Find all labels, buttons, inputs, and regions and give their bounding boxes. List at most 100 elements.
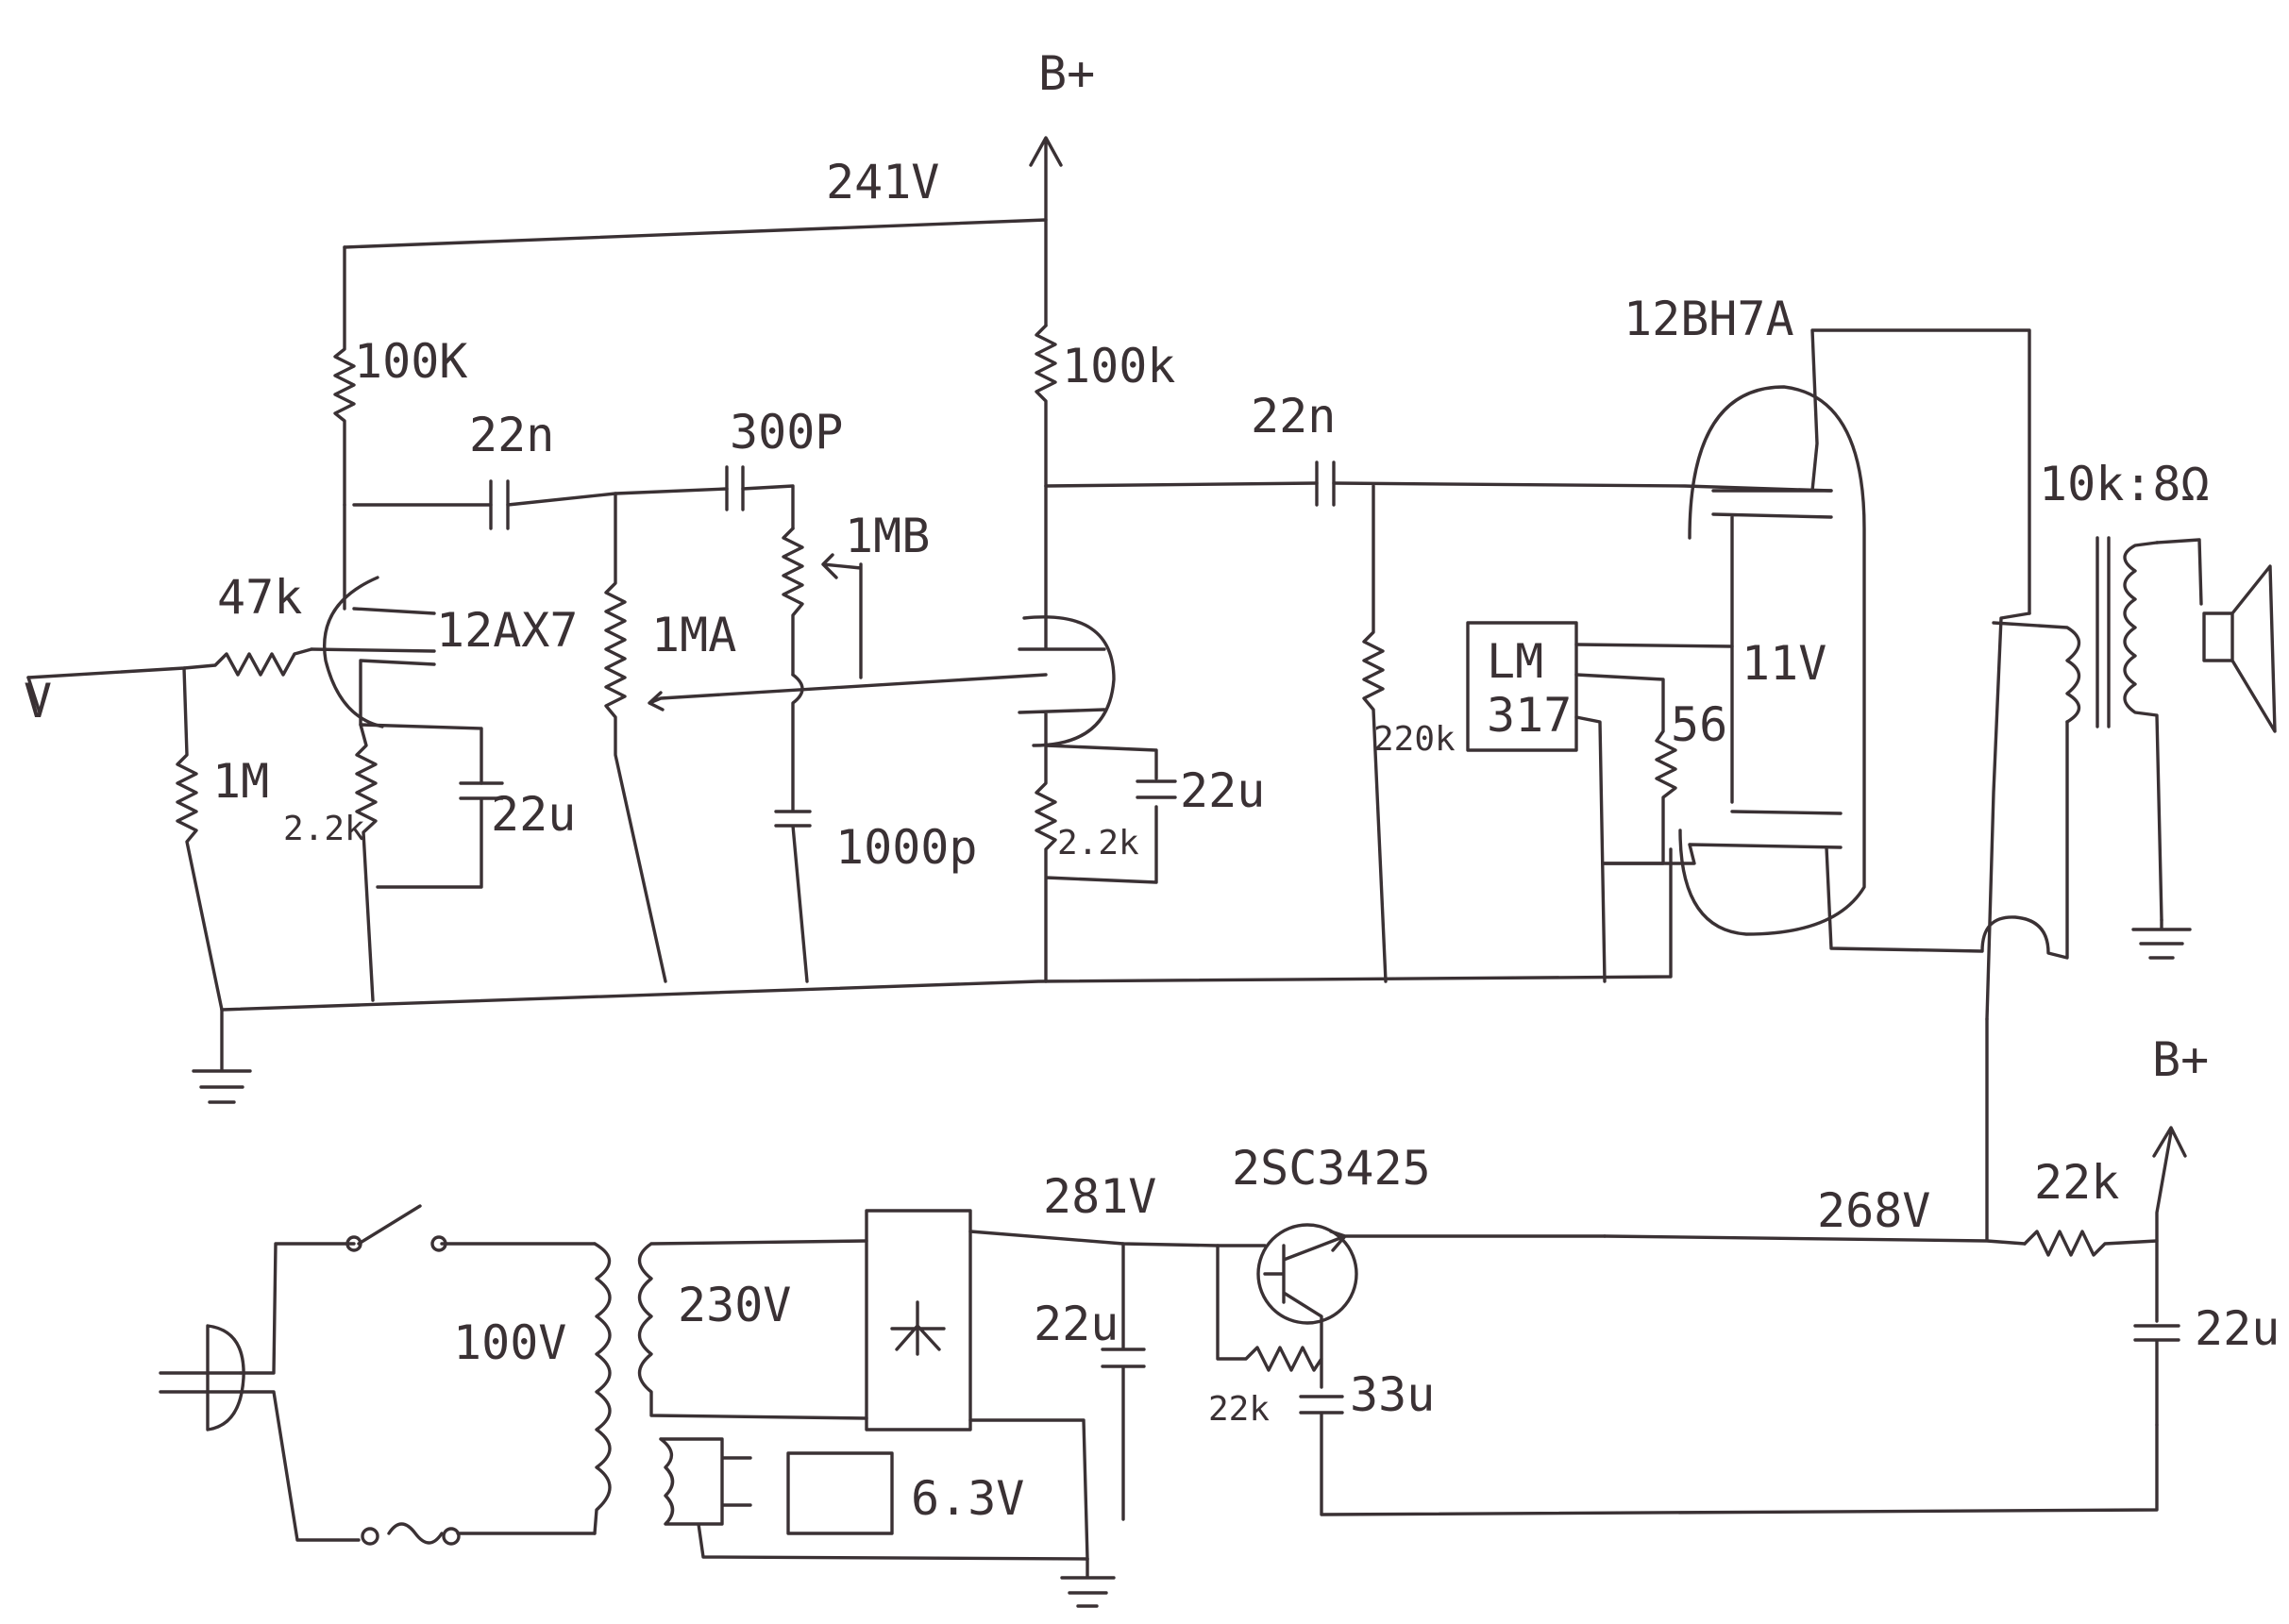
- speaker-icon: [2155, 538, 2277, 733]
- label-bplus-top: B+: [1038, 46, 1095, 101]
- label-47k: 47k: [217, 570, 302, 625]
- tube-12ax7b-plate: [1018, 484, 1106, 651]
- label-22u-out: 22u: [2195, 1301, 2280, 1356]
- bplus-arrow-bottom: [2152, 1126, 2187, 1243]
- label-220k: 220k: [1373, 720, 1456, 759]
- label-268v: 268V: [1817, 1183, 1930, 1238]
- tube-12bh7a-section-bottom: [1603, 810, 1843, 865]
- lv-out-wire: [1603, 1017, 2027, 1246]
- cap-22n-right-plates: [1315, 460, 1336, 507]
- resistor-2k2-left: [355, 723, 483, 1002]
- label-281v: 281V: [1043, 1169, 1156, 1224]
- power-transformer-primary: [593, 1242, 612, 1535]
- label-11v: 11V: [1742, 636, 1826, 691]
- label-input-v: V: [24, 674, 52, 728]
- bplus-rail-wire: [343, 218, 1048, 327]
- regulator-wires: [1574, 643, 1734, 983]
- hv-return-wire: [968, 1418, 1089, 1561]
- label-56: 56: [1671, 697, 1727, 752]
- cap-22u-out: [2133, 1324, 2180, 1427]
- pot-1mb: [782, 527, 804, 677]
- transistor-2sc3425-leads: [1216, 1230, 1607, 1389]
- tube-12ax7-envelope: [323, 576, 384, 728]
- label-230v: 230V: [678, 1278, 791, 1332]
- ground-symbol-left: [192, 1008, 252, 1104]
- pot-1ma: [604, 492, 667, 983]
- ground-symbol-speaker: [2131, 918, 2192, 960]
- ground-symbol-psu: [1060, 1557, 1116, 1608]
- output-transformer-primary: [1992, 621, 2081, 724]
- bplus-arrow-top: [1029, 136, 1063, 222]
- power-transformer-secondary-heater: [659, 1437, 1089, 1561]
- tube-12ax7-cathode: [359, 659, 436, 727]
- cap-22n-left-wire: [352, 487, 729, 507]
- transistor-2sc3425: [1256, 1223, 1358, 1325]
- label-2sc3425: 2SC3425: [1232, 1141, 1431, 1196]
- cap-22u-left: [376, 781, 504, 889]
- resistor-1m: [176, 666, 224, 1012]
- tube-12ax7-grid: [310, 647, 436, 653]
- label-22u-mid: 22u: [1180, 763, 1265, 818]
- cap-300p-wire: [741, 484, 795, 530]
- label-bplus-bottom: B+: [2152, 1032, 2209, 1087]
- tube-12ax7b-cathode: [1018, 708, 1106, 747]
- resistor-22k-out: [2023, 1230, 2159, 1323]
- cap-22u-mid: [1136, 779, 1177, 799]
- label-1000p: 1000p: [835, 820, 978, 875]
- label-2k2-mid: 2.2k: [1057, 824, 1139, 862]
- tube-12ax7-plate: [343, 503, 436, 615]
- cap-22n-left-plates: [489, 479, 510, 530]
- label-10k-8ohm: 10k:8Ω: [2039, 457, 2210, 511]
- label-12ax7: 12AX7: [436, 603, 579, 658]
- bridge-rectifier-diode-icon: [890, 1300, 946, 1356]
- resistor-47k: [26, 647, 313, 679]
- power-transformer-secondary-hv: [637, 1239, 868, 1420]
- mains-plug-icon: [159, 1324, 245, 1431]
- label-317: 317: [1487, 688, 1572, 743]
- fuse-contact-b: [442, 1527, 461, 1546]
- ground-bus-wire: [220, 847, 1673, 1012]
- label-22k-out: 22k: [2034, 1155, 2119, 1210]
- input-lead: [26, 676, 42, 714]
- tube-12bh7a-plate-bottom: [1825, 611, 2069, 1021]
- tube-12bh7a-section-top: [1711, 512, 1833, 804]
- label-1mb: 1MB: [845, 509, 930, 563]
- resistor-100k-mid: [1035, 324, 1057, 488]
- label-22n-right: 22n: [1251, 389, 1336, 444]
- label-22k-base: 22k: [1208, 1390, 1270, 1429]
- label-241v: 241V: [826, 155, 939, 209]
- label-2k2-left: 2.2k: [283, 810, 365, 848]
- hv-rail-wire: [968, 1230, 1267, 1247]
- switch-contact-a: [345, 1235, 362, 1252]
- tube-12bh7a-envelope: [1678, 385, 1866, 936]
- switch-contact-b: [430, 1235, 447, 1252]
- label-300p: 300P: [730, 405, 843, 460]
- label-22u-left: 22u: [491, 787, 576, 842]
- pot-1mb-wiper: [821, 553, 863, 679]
- bridge-rectifier-box: [865, 1209, 972, 1431]
- label-lm: LM: [1487, 634, 1543, 689]
- output-transformer-core: [2095, 536, 2111, 728]
- mains-wires: [239, 1204, 597, 1545]
- resistor-2k2-mid: [1035, 744, 1158, 983]
- label-22n-left: 22n: [469, 408, 554, 462]
- label-1ma: 1MA: [651, 608, 736, 662]
- cap-1000p: [774, 673, 812, 983]
- resistor-220k: [1362, 484, 1388, 983]
- pot-1ma-wiper: [648, 673, 1048, 712]
- label-100k-mid: 100k: [1062, 339, 1175, 393]
- fuse-contact-a: [361, 1527, 379, 1546]
- cap-33u: [1299, 1395, 2159, 1516]
- regulator-lm317-box: [1466, 621, 1578, 752]
- tube-12bh7a-plate-top: [1711, 328, 2031, 615]
- label-6-3v: 6.3V: [911, 1471, 1024, 1526]
- cap-22u-filter: [1101, 1242, 1146, 1521]
- label-33u: 33u: [1350, 1367, 1435, 1422]
- label-1m: 1M: [212, 754, 269, 809]
- cap-300p-plates: [725, 465, 745, 511]
- label-100v: 100V: [453, 1315, 566, 1370]
- label-100k-left: 100K: [354, 334, 467, 389]
- output-transformer-secondary: [2123, 541, 2163, 922]
- tube-12ax7b-envelope: [1022, 615, 1116, 747]
